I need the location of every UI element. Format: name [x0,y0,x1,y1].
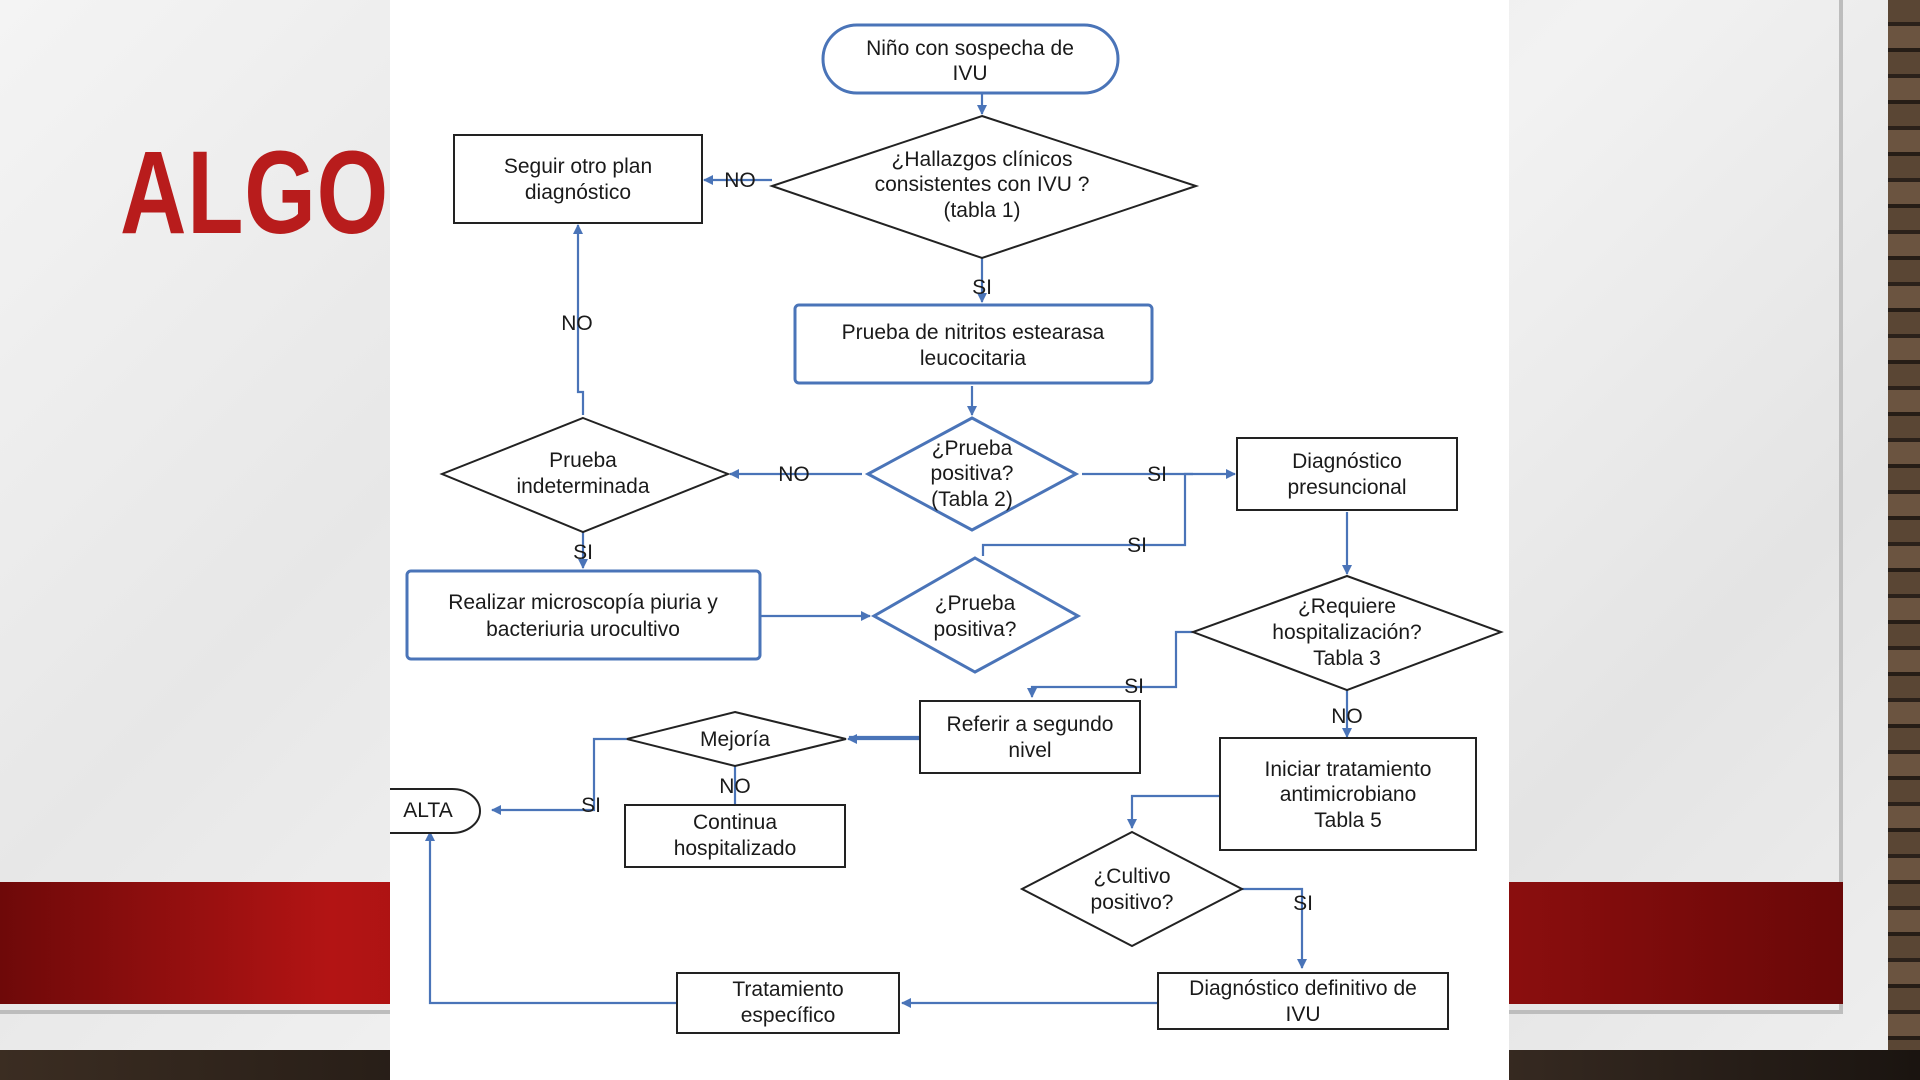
node-seguir-plan: Seguir otro plan diagnóstico [453,134,703,224]
node-diagnostico-definitivo-line-1: Diagnóstico definitivo de [1189,977,1417,1000]
node-hallazgos-line-3: (tabla 1) [943,199,1020,222]
node-hallazgos: ¿Hallazgos clínicos consistentes con IVU… [768,114,1200,260]
node-cultivo-positivo: ¿Cultivo positivo? [1019,830,1245,948]
node-prueba-nitritos-line-1: Prueba de nitritos estearasa [842,321,1105,344]
edge-hospitalizacion-si [1027,630,1193,698]
node-iniciar-tratamiento: Iniciar tratamiento antimicrobiano Tabla… [1219,737,1477,851]
node-cultivo-positivo-line-2: positivo? [1091,891,1174,914]
label-hallazgos-si: SI [972,276,992,299]
edge-indeterminada-no [573,224,585,415]
node-referir-line-2: nivel [1008,739,1051,762]
node-iniciar-tratamiento-line-1: Iniciar tratamiento [1265,758,1432,781]
node-continua-hospitalizado-line-2: hospitalizado [674,837,797,860]
node-diagnostico-presuncional: Diagnóstico presuncional [1236,437,1458,511]
edge-especifico-alta [425,831,677,1005]
node-prueba-nitritos: Prueba de nitritos estearasa leucocitari… [793,303,1154,385]
node-hallazgos-line-1: ¿Hallazgos clínicos [892,148,1073,171]
label-cultivo-si: SI [1293,892,1313,915]
node-hallazgos-line-2: consistentes con IVU ? [875,173,1090,196]
node-prueba-positiva: ¿Prueba positiva? [870,556,1082,674]
node-requiere-hospitalizacion-line-2: hospitalización? [1272,621,1421,644]
node-diagnostico-presuncional-line-2: presuncional [1287,476,1406,499]
node-prueba-indeterminada-line-1: Prueba [549,449,617,472]
label-mejoria-no: NO [719,775,751,798]
node-iniciar-tratamiento-line-3: Tabla 5 [1314,809,1382,832]
label-presuncional-si: SI [1127,534,1147,557]
node-tratamiento-especifico: Tratamiento específico [676,972,900,1034]
node-diagnostico-definitivo-line-2: IVU [1285,1003,1320,1026]
edge-tratamiento-cultivo [1127,794,1220,829]
node-alta: ALTA [390,788,481,834]
node-diagnostico-definitivo: Diagnóstico definitivo de IVU [1157,972,1449,1030]
flowchart-diagram: Niño con sospecha de IVU ¿Hallazgos clín… [390,23,1504,1034]
node-requiere-hospitalizacion-line-1: ¿Requiere [1298,595,1396,618]
node-seguir-plan-line-2: diagnóstico [525,181,631,204]
node-mejoria-line-1: Mejoría [700,728,770,751]
connectors [425,93,1352,1008]
node-prueba-positiva-2: ¿Prueba positiva? (Tabla 2) [864,416,1080,532]
node-prueba-nitritos-line-2: leucocitaria [920,347,1027,370]
node-microscopia-line-2: bacteriuria urocultivo [486,618,680,641]
node-tratamiento-especifico-line-1: Tratamiento [732,978,843,1001]
node-diagnostico-presuncional-line-1: Diagnóstico [1292,450,1402,473]
node-start: Niño con sospecha de IVU [821,23,1120,95]
node-alta-line-1: ALTA [403,799,452,822]
node-tratamiento-especifico-line-2: específico [741,1004,836,1027]
node-continua-hospitalizado: Continua hospitalizado [624,804,846,868]
node-continua-hospitalizado-line-1: Continua [693,811,777,834]
flowchart-image: Niño con sospecha de IVU ¿Hallazgos clín… [390,0,1509,1080]
node-prueba-positiva-2-line-1: ¿Prueba [932,437,1013,460]
node-cultivo-positivo-line-1: ¿Cultivo [1093,865,1170,888]
node-referir: Referir a segundo nivel [919,700,1141,774]
node-prueba-positiva-2-line-3: (Tabla 2) [931,488,1013,511]
label-indeterminada-no: NO [561,312,593,335]
node-prueba-positiva-2-line-2: positiva? [931,462,1014,485]
edge-mejoria-si [491,737,627,815]
node-prueba-indeterminada-line-2: indeterminada [516,475,649,498]
node-prueba-positiva-line-1: ¿Prueba [935,592,1016,615]
label-hospitalizacion-no: NO [1331,705,1363,728]
node-prueba-indeterminada: Prueba indeterminada [439,416,731,534]
node-referir-line-1: Referir a segundo [947,713,1114,736]
node-iniciar-tratamiento-line-2: antimicrobiano [1280,783,1417,806]
label-indeterminada-si: SI [573,541,593,564]
label-hallazgos-no: NO [724,169,756,192]
label-prueba2-si: SI [1147,463,1167,486]
node-requiere-hospitalizacion-line-3: Tabla 3 [1313,647,1381,670]
node-requiere-hospitalizacion: ¿Requiere hospitalización? Tabla 3 [1190,574,1504,692]
node-start-line-2: IVU [952,62,987,85]
brick-wall-background [1888,0,1920,1080]
edge-presuncional-si [981,472,1193,556]
label-mejoria-si: SI [581,794,601,817]
node-seguir-plan-line-1: Seguir otro plan [504,155,652,178]
edge-labels: NO SI NO NO SI SI SI SI NO NO SI SI [561,169,1363,915]
label-hospitalizacion-si: SI [1124,675,1144,698]
edge-cultivo-si [1239,887,1307,969]
node-microscopia-line-1: Realizar microscopía piuria y [448,591,718,614]
node-mejoria: Mejoría [626,710,847,768]
node-prueba-positiva-line-2: positiva? [934,618,1017,641]
node-start-line-1: Niño con sospecha de [866,37,1074,60]
label-prueba2-no: NO [778,463,810,486]
node-microscopia: Realizar microscopía piuria y bacteriuri… [405,569,762,661]
